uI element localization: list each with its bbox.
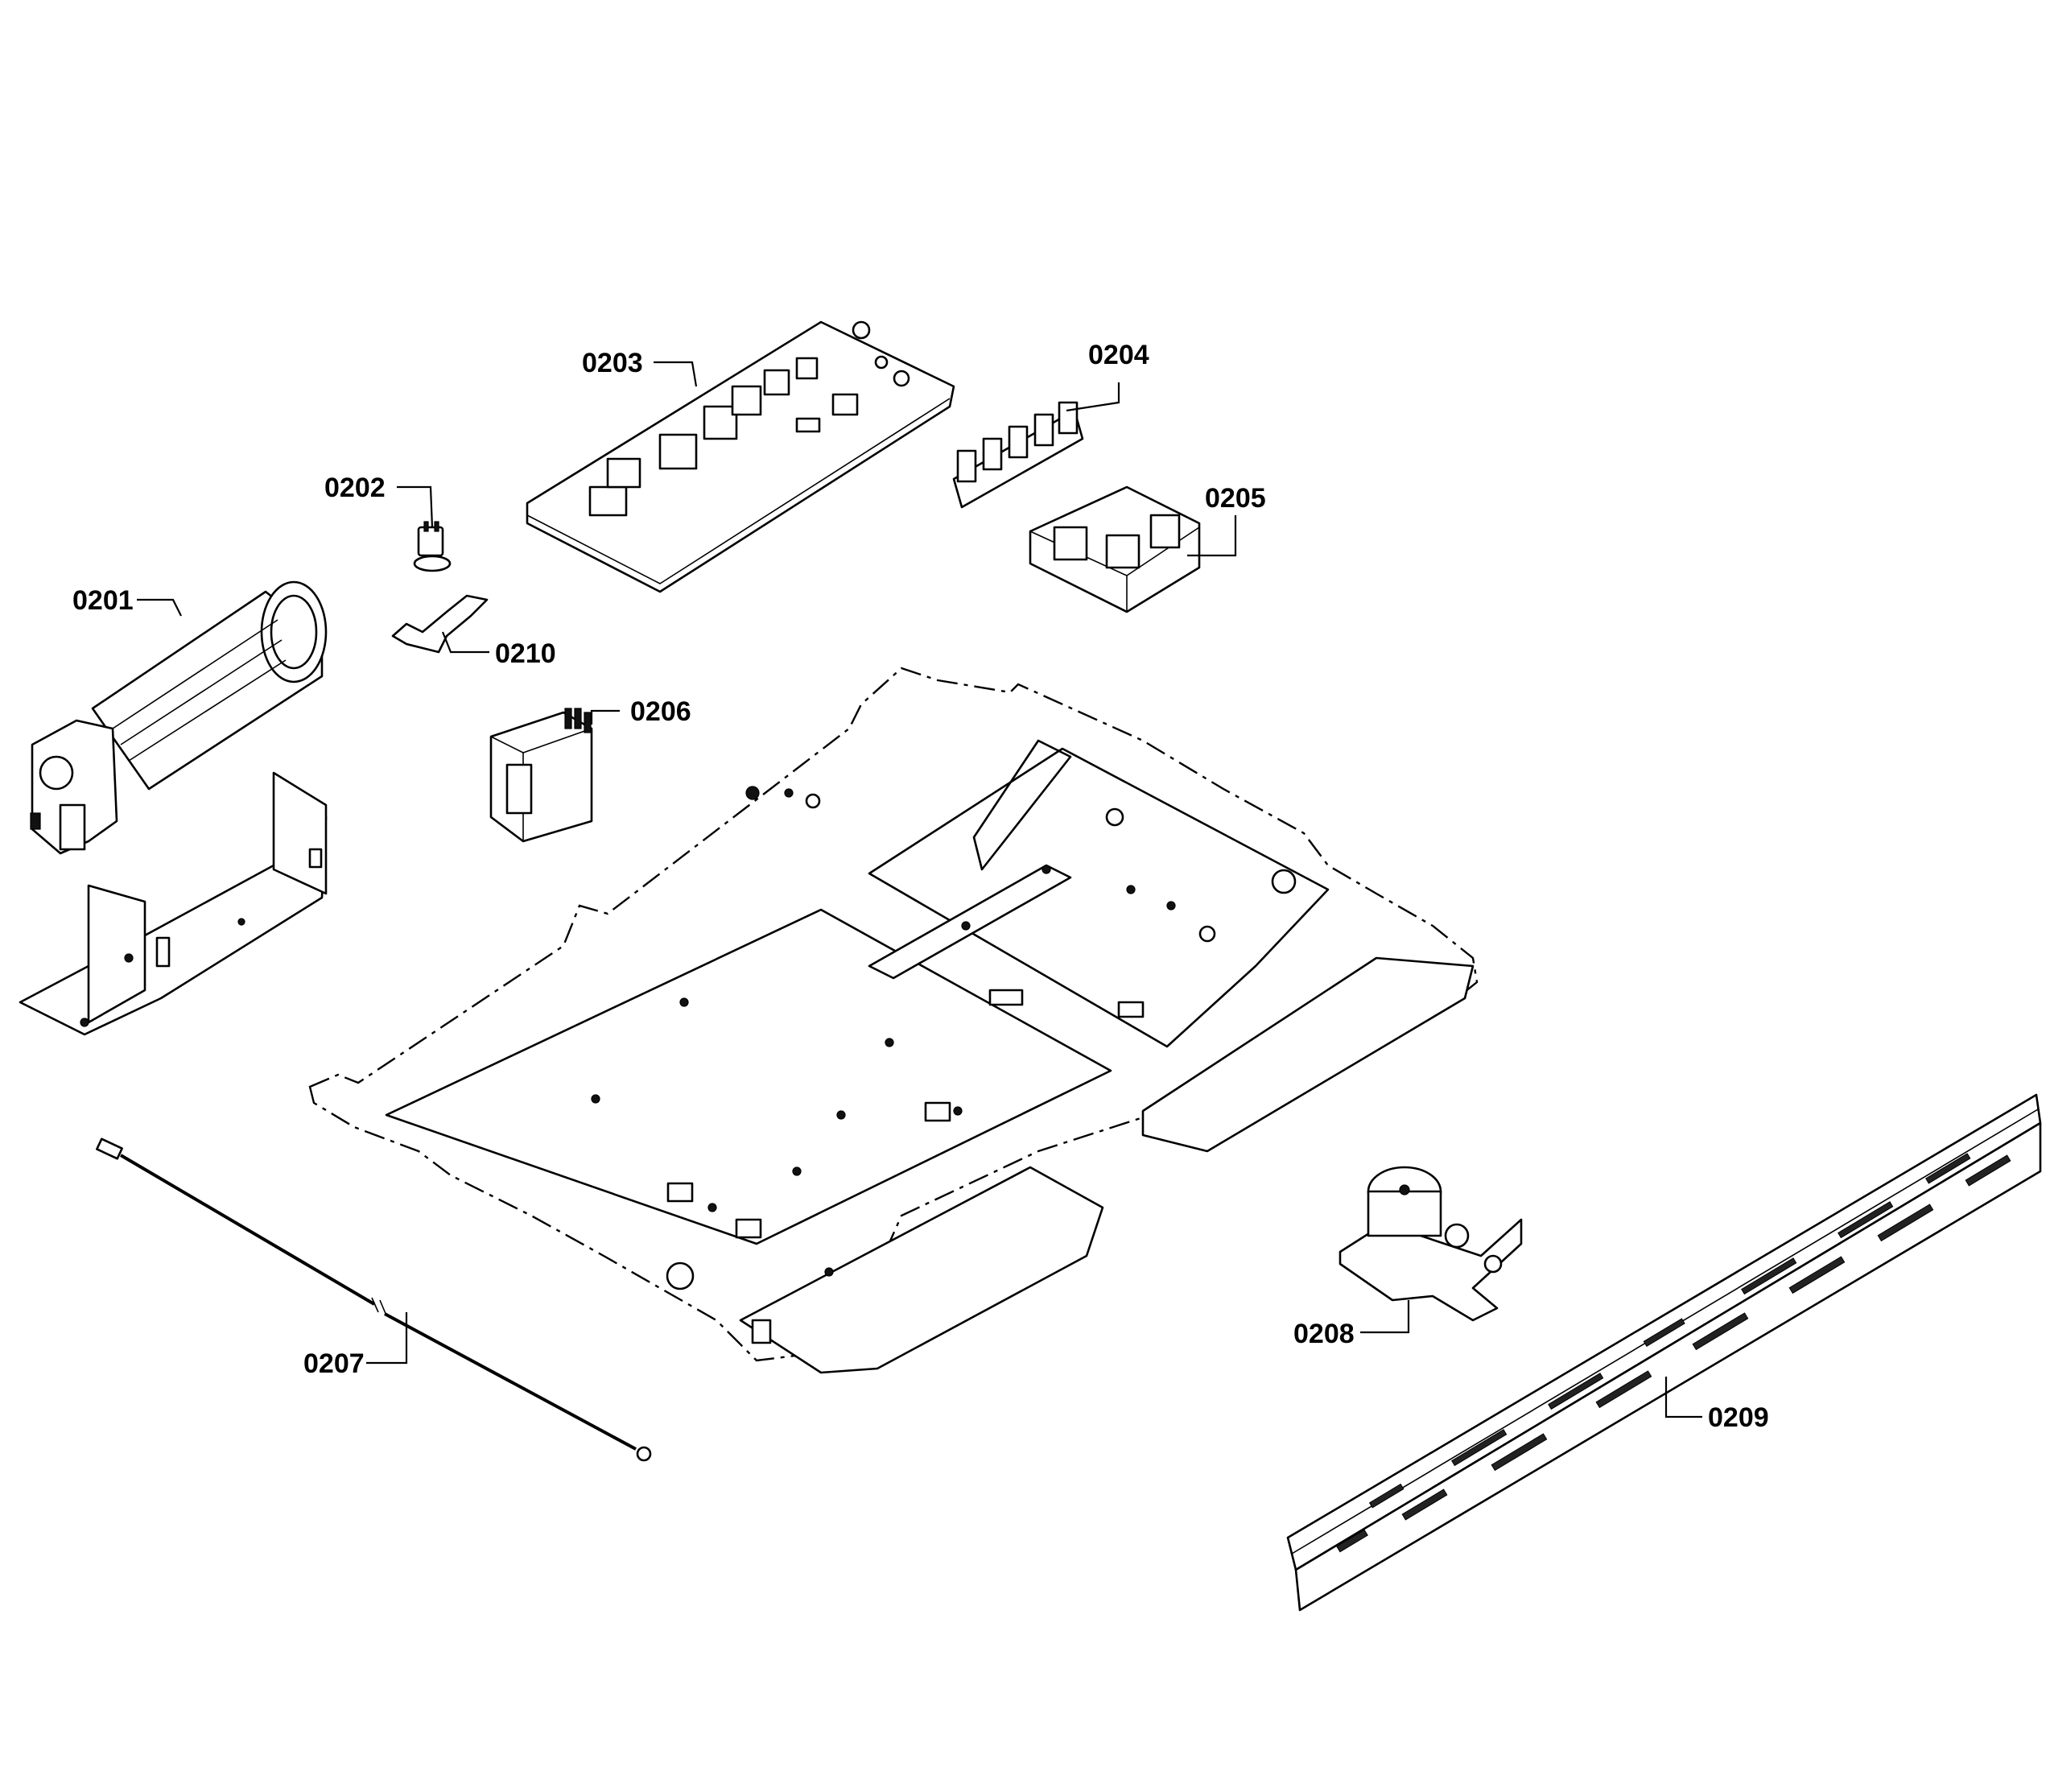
leader-lines xyxy=(137,361,1702,1418)
part-labels: 0201 0202 0203 0204 0205 0206 0207 0208 … xyxy=(72,340,1769,1433)
part-0203-control-board xyxy=(526,320,955,593)
label-0203: 0203 xyxy=(582,348,643,378)
label-0207: 0207 xyxy=(303,1348,365,1379)
vent-slots xyxy=(1336,1153,2011,1553)
label-0204: 0204 xyxy=(1088,340,1149,370)
part-0202-thermostat xyxy=(413,521,452,572)
plate-holes xyxy=(591,786,1297,1344)
blower-mounting-bracket xyxy=(19,771,328,1036)
part-0204-terminal-block xyxy=(952,401,1084,509)
base-plate xyxy=(308,667,1479,1374)
part-0207-wire-harness xyxy=(96,1138,652,1462)
part-0205-relay-box xyxy=(1029,485,1201,613)
part-0201-blower-fan xyxy=(30,580,328,855)
part-0209-vent-rail xyxy=(1286,1093,2042,1612)
part-0206-transformer xyxy=(489,708,593,843)
label-0201: 0201 xyxy=(72,585,134,616)
label-0205: 0205 xyxy=(1205,483,1266,514)
label-0202: 0202 xyxy=(324,473,386,503)
part-0208-motor-latch xyxy=(1338,1166,1523,1322)
label-0209: 0209 xyxy=(1708,1402,1769,1433)
label-0208: 0208 xyxy=(1293,1319,1355,1349)
label-0206: 0206 xyxy=(630,696,691,727)
label-0210: 0210 xyxy=(495,638,556,669)
part-0210-bracket xyxy=(391,594,489,654)
